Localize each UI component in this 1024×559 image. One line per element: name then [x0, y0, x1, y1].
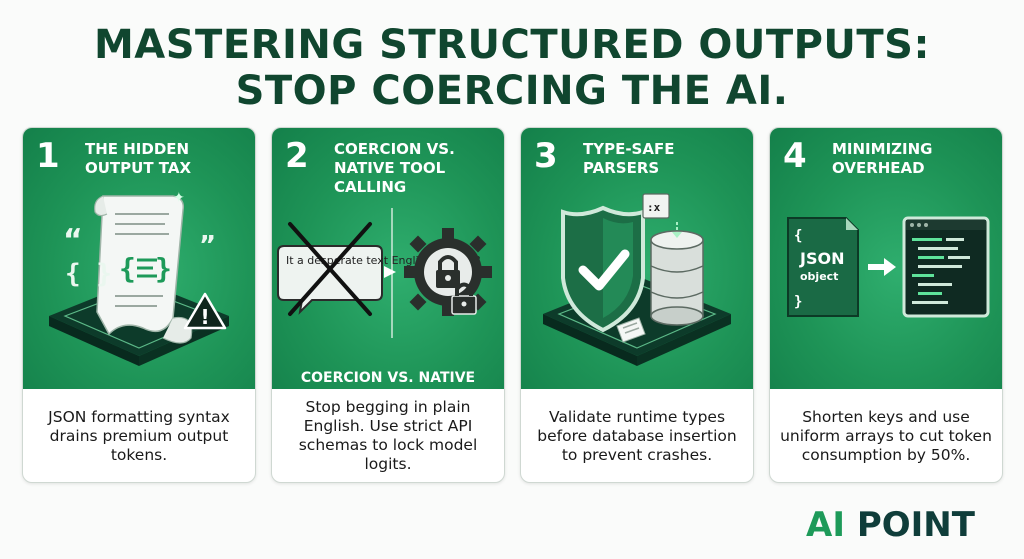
logo-point-text: POINT	[856, 505, 975, 545]
logo-ai-text: AI	[806, 505, 845, 545]
svg-text:{: {	[119, 252, 136, 285]
card-banner: 2 COERCION VS. NATIVE TOOL CALLING It a …	[272, 128, 504, 405]
card-banner: 1 THE HIDDEN OUTPUT TAX {	[23, 128, 255, 389]
database-icon	[650, 230, 704, 326]
svg-text:!: !	[200, 305, 209, 329]
warning-icon: !	[183, 292, 227, 330]
card-subheading: COERCION VS. NATIVE NATIVE TOOL CALLING	[276, 369, 500, 407]
card-heading: THE HIDDEN OUTPUT TAX	[85, 140, 192, 177]
card-illustration: { JSON object }	[787, 216, 990, 318]
card-type-safe-parsers: 3 TYPE-SAFE PARSERS	[520, 127, 754, 483]
arrow-icon	[868, 258, 896, 276]
card-banner: 3 TYPE-SAFE PARSERS	[521, 128, 753, 389]
page-title-line-2: STOP COERCING THE AI.	[235, 68, 789, 114]
card-description: JSON formatting syntax drains premium ou…	[48, 407, 230, 464]
gear-lock-icon	[404, 228, 492, 316]
card-number: 4	[783, 136, 807, 176]
card-subheading-line-2: NATIVE TOOL CALLING	[299, 389, 476, 405]
error-document-icon: :x	[642, 193, 670, 219]
card-illustration: It a desperate text English prompt?	[277, 208, 492, 338]
card-illustration: :x	[543, 193, 731, 366]
card-description: Validate runtime types before database i…	[537, 407, 737, 464]
card-number: 2	[285, 136, 309, 176]
receipt-scroll-icon: { }	[94, 195, 193, 344]
brace-open-glyph: {	[794, 228, 802, 244]
art-error-text: :x	[647, 201, 661, 214]
card-number: 3	[534, 136, 558, 176]
card-coercion-vs-native: 2 COERCION VS. NATIVE TOOL CALLING It a …	[271, 127, 505, 483]
card-subheading-line-1: COERCION VS. NATIVE	[300, 370, 476, 386]
card-minimizing-overhead: 4 MINIMIZING OVERHEAD { JSON object }	[769, 127, 1003, 483]
card-heading: TYPE-SAFE PARSERS	[583, 140, 675, 177]
paper-note-icon	[616, 317, 646, 343]
sparkle-icon: ✦	[173, 190, 185, 206]
arrow-icon	[384, 266, 396, 278]
shield-check-icon	[561, 205, 645, 333]
art-json-text: JSON	[799, 249, 844, 268]
card-illustration: { } “ { } ” ✦ !	[49, 190, 229, 366]
crossed-prompt-icon: It a desperate text English prompt?	[277, 222, 481, 316]
art-object-text: object	[800, 270, 838, 283]
card-heading: COERCION VS. NATIVE TOOL CALLING	[334, 140, 455, 196]
quote-close-icon: ”	[199, 231, 216, 261]
card-hidden-output-tax: 1 THE HIDDEN OUTPUT TAX {	[22, 127, 256, 483]
svg-text:}: }	[155, 252, 172, 285]
brand-logo: AI POINT	[806, 502, 1016, 548]
card-description: Stop begging in plain English. Use stric…	[298, 398, 478, 473]
code-window-icon	[902, 216, 990, 318]
braces-icon: { }	[65, 259, 112, 289]
page-title: MASTERING STRUCTURED OUTPUTS: STOP COERC…	[0, 22, 1024, 114]
card-number: 1	[36, 136, 60, 176]
card-description: Shorten keys and use uniform arrays to c…	[780, 407, 992, 464]
page-title-line-1: MASTERING STRUCTURED OUTPUTS:	[93, 22, 930, 68]
quote-open-icon: “	[63, 223, 83, 258]
json-file-icon: { JSON object }	[787, 217, 859, 317]
card-heading: MINIMIZING OVERHEAD	[832, 140, 933, 177]
card-banner: 4 MINIMIZING OVERHEAD { JSON object }	[770, 128, 1002, 389]
brace-close-glyph: }	[794, 294, 802, 310]
